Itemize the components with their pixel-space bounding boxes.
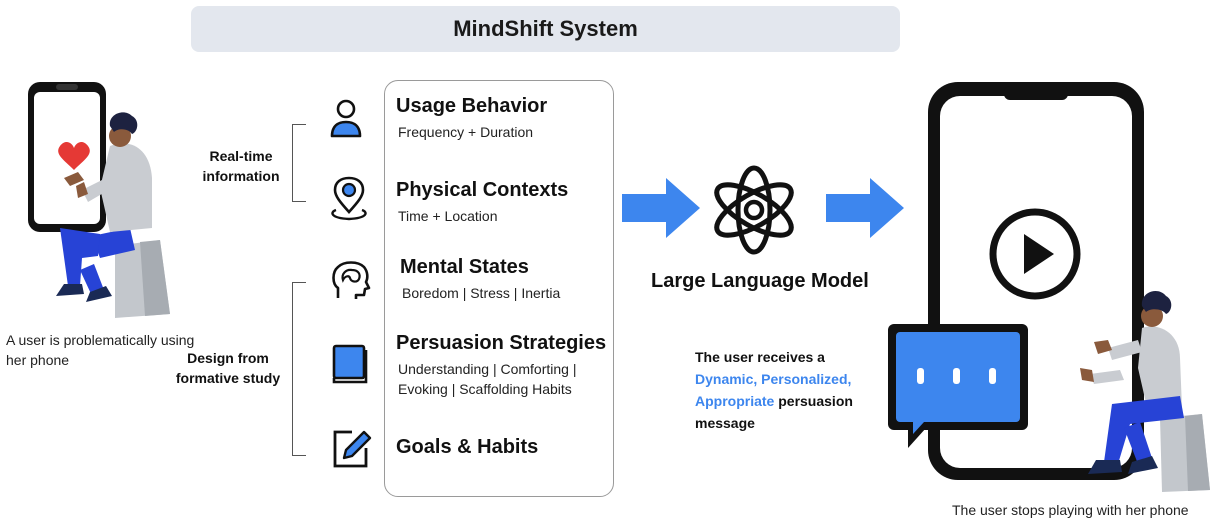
arrow-right-icon bbox=[622, 178, 702, 243]
message-line3-rest: persuasion bbox=[774, 393, 853, 409]
item-mental-states: Mental States Boredom | Stress | Inertia bbox=[400, 256, 560, 303]
book-icon bbox=[330, 342, 370, 386]
left-caption: A user is problematically using her phon… bbox=[6, 332, 195, 368]
system-title: MindShift System bbox=[453, 16, 638, 41]
user-with-phone-illustration bbox=[20, 78, 190, 328]
item-sub: Understanding | Comforting | bbox=[398, 361, 577, 377]
message-line4: message bbox=[695, 415, 755, 431]
group-label-realtime: Real-time information bbox=[202, 148, 280, 184]
title-bar: MindShift System bbox=[191, 6, 900, 52]
info-panel bbox=[384, 80, 614, 497]
item-title: Goals & Habits bbox=[396, 436, 539, 458]
message-highlight2: Appropriate bbox=[695, 393, 775, 409]
arrow-right-icon-2 bbox=[826, 178, 906, 243]
right-caption: The user stops playing with her phone bbox=[952, 502, 1189, 518]
bracket-realtime bbox=[292, 124, 306, 202]
message-line1: The user receives a bbox=[695, 349, 825, 365]
brain-head-icon bbox=[328, 258, 372, 302]
item-persuasion-strategies: Persuasion Strategies Understanding | Co… bbox=[396, 332, 606, 399]
message-highlight1: Dynamic, Personalized, bbox=[695, 371, 852, 387]
location-pin-icon bbox=[328, 176, 370, 222]
bracket-design bbox=[292, 282, 306, 456]
edit-icon bbox=[330, 426, 372, 470]
item-title: Mental States bbox=[400, 256, 529, 278]
item-goals-habits: Goals & Habits bbox=[396, 436, 538, 459]
item-title: Physical Contexts bbox=[396, 179, 569, 201]
message-text: The user receives a Dynamic, Personalize… bbox=[695, 346, 853, 434]
item-sub: Boredom | Stress | Inertia bbox=[402, 285, 561, 301]
item-physical-contexts: Physical Contexts Time + Location bbox=[396, 179, 568, 226]
phone-stop-illustration bbox=[880, 78, 1215, 498]
llm-label: Large Language Model bbox=[651, 270, 869, 292]
item-sub-2: Evoking | Scaffolding Habits bbox=[398, 381, 572, 397]
group-label-design: Design from formative study bbox=[175, 350, 281, 386]
user-icon bbox=[328, 98, 364, 142]
item-usage-behavior: Usage Behavior Frequency + Duration bbox=[396, 95, 547, 142]
item-sub: Frequency + Duration bbox=[398, 124, 534, 140]
item-title: Usage Behavior bbox=[396, 95, 548, 117]
atom-icon bbox=[708, 160, 800, 265]
item-sub: Time + Location bbox=[398, 208, 498, 224]
item-title: Persuasion Strategies bbox=[396, 332, 607, 354]
